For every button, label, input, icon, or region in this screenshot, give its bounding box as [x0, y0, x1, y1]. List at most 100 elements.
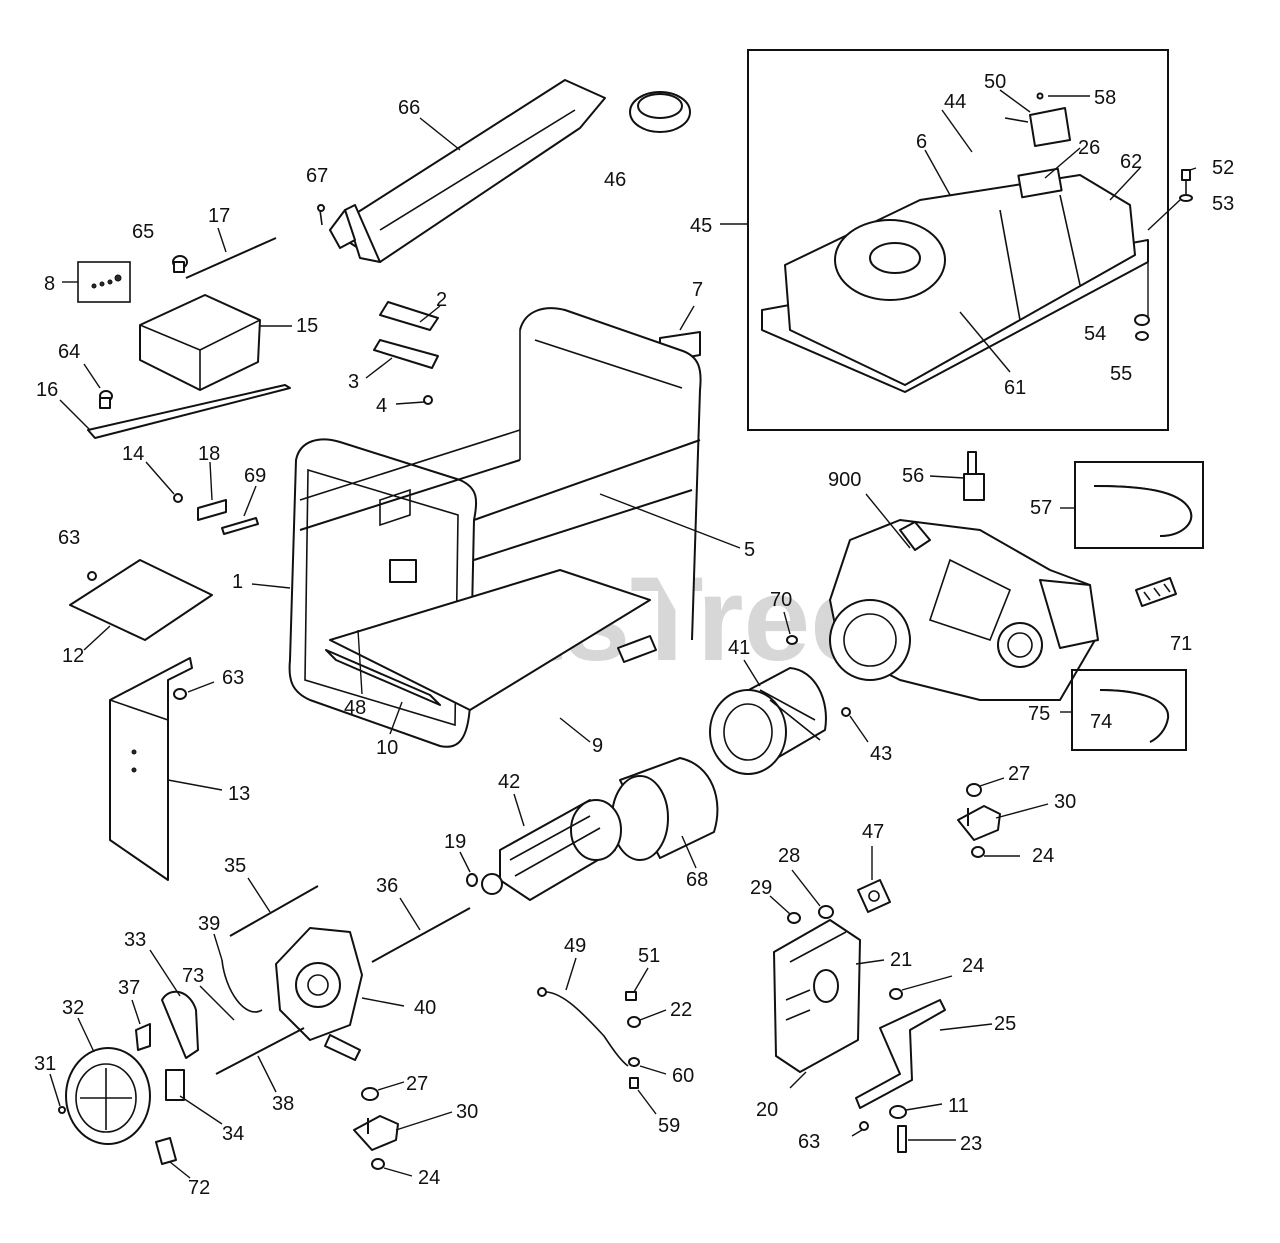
label-33: 33: [124, 929, 146, 951]
label-71: 71: [1170, 633, 1192, 655]
label-73: 73: [182, 965, 204, 987]
control-panel-cover: [329, 79, 606, 263]
end-cover: [65, 1047, 151, 1145]
label-20: 20: [756, 1099, 778, 1121]
label-44: 44: [944, 91, 966, 113]
label-63-b: 63: [222, 667, 244, 689]
label-59: 59: [658, 1115, 680, 1137]
hose-inset-75: [1071, 669, 1187, 751]
bolt-65: [172, 255, 188, 273]
label-43: 43: [870, 743, 892, 765]
label-42: 42: [498, 771, 520, 793]
label-56: 56: [902, 465, 924, 487]
kit-box-8: [77, 261, 131, 303]
label-22: 22: [670, 999, 692, 1021]
label-23: 23: [960, 1133, 982, 1155]
tubular-frame: [288, 307, 702, 748]
label-900: 900: [828, 469, 861, 491]
label-46: 46: [604, 169, 626, 191]
label-38: 38: [272, 1093, 294, 1115]
engine: [829, 519, 1099, 701]
fuel-valve: [963, 451, 985, 501]
label-25: 25: [994, 1013, 1016, 1035]
callout-labels: 66 46 67 17 65 8 15 2 3 4 7 64 16 14 18 …: [34, 71, 1234, 1199]
label-41: 41: [728, 637, 750, 659]
label-11: 11: [948, 1095, 969, 1117]
bolt-52: [1179, 169, 1193, 202]
rear-bearing-carrier: [275, 927, 363, 1061]
label-66: 66: [398, 97, 420, 119]
label-40: 40: [414, 997, 436, 1019]
label-35: 35: [224, 855, 246, 877]
label-57: 57: [1030, 497, 1052, 519]
label-15: 15: [296, 315, 318, 337]
label-51: 51: [638, 945, 660, 967]
label-16: 16: [36, 379, 58, 401]
label-47: 47: [862, 821, 884, 843]
fuel-gauge-bracket: [1004, 107, 1071, 147]
label-53: 53: [1212, 193, 1234, 215]
label-5: 5: [744, 539, 755, 561]
label-26: 26: [1078, 137, 1100, 159]
label-13: 13: [228, 783, 250, 805]
mounting-bracket: [109, 657, 193, 881]
fuel-tank: [761, 167, 1149, 393]
label-39: 39: [198, 913, 220, 935]
label-74: 74: [1090, 711, 1112, 733]
label-64: 64: [58, 341, 80, 363]
rotor: [481, 799, 622, 901]
label-10: 10: [376, 737, 398, 759]
label-6: 6: [916, 131, 927, 153]
label-31: 31: [34, 1053, 56, 1075]
label-24-b: 24: [418, 1167, 440, 1189]
label-69: 69: [244, 465, 266, 487]
label-29: 29: [750, 877, 772, 899]
label-36: 36: [376, 875, 398, 897]
label-19: 19: [444, 831, 466, 853]
label-70: 70: [770, 589, 792, 611]
label-63-c: 63: [798, 1131, 820, 1153]
label-50: 50: [984, 71, 1006, 93]
label-52: 52: [1212, 157, 1234, 179]
label-63-a: 63: [58, 527, 80, 549]
label-62: 62: [1120, 151, 1142, 173]
label-3: 3: [348, 371, 359, 393]
handle-grip-3: [373, 339, 439, 369]
label-18: 18: [198, 443, 220, 465]
label-37: 37: [118, 977, 140, 999]
label-24-c: 24: [962, 955, 984, 977]
handle-grip-2: [379, 301, 439, 331]
label-65: 65: [132, 221, 154, 243]
label-75: 75: [1028, 703, 1050, 725]
fuel-cap: [629, 91, 691, 133]
stator: [709, 667, 827, 775]
fuel-hose-inset-57: [1074, 461, 1204, 549]
label-30-b: 30: [456, 1101, 478, 1123]
label-58: 58: [1094, 87, 1116, 109]
label-28: 28: [778, 845, 800, 867]
label-55: 55: [1110, 363, 1132, 385]
label-68: 68: [686, 869, 708, 891]
label-9: 9: [592, 735, 603, 757]
label-49: 49: [564, 935, 586, 957]
label-27-a: 27: [1008, 763, 1030, 785]
label-7: 7: [692, 279, 703, 301]
label-24-a: 24: [1032, 845, 1054, 867]
label-72: 72: [188, 1177, 210, 1199]
label-32: 32: [62, 997, 84, 1019]
label-30-a: 30: [1054, 791, 1076, 813]
label-8: 8: [44, 273, 55, 295]
muffler: [773, 919, 861, 1073]
label-4: 4: [376, 395, 387, 417]
label-34: 34: [222, 1123, 244, 1145]
label-61: 61: [1004, 377, 1026, 399]
label-21: 21: [890, 949, 912, 971]
label-67: 67: [306, 165, 328, 187]
fuel-tank-inset-box: [747, 49, 1169, 431]
label-12: 12: [62, 645, 84, 667]
label-45: 45: [690, 215, 712, 237]
battery: [139, 294, 261, 391]
label-2: 2: [436, 289, 447, 311]
